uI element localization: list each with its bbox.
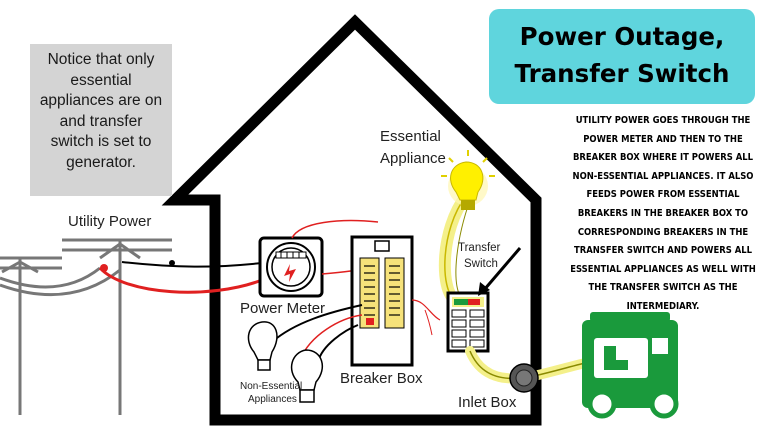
essential-appliance-label-1: Essential xyxy=(380,128,441,145)
transfer-switch xyxy=(446,291,490,353)
title-line-1: Power Outage, xyxy=(519,22,725,51)
description-text: Utility power goes through the power met… xyxy=(570,115,756,312)
utility-poles xyxy=(0,238,172,415)
power-meter-label: Power Meter xyxy=(240,300,326,317)
generator xyxy=(582,312,679,419)
title-box: Power Outage, Transfer Switch xyxy=(489,9,755,104)
red-feed-wire xyxy=(98,266,263,294)
breaker-box-label: Breaker Box xyxy=(340,370,423,387)
utility-power-label: Utility Power xyxy=(68,213,152,230)
house-outline xyxy=(161,14,542,426)
transfer-switch-arrow xyxy=(482,247,522,291)
power-meter xyxy=(258,236,324,298)
non-essential-bulb-1 xyxy=(247,321,278,371)
breaker-box xyxy=(350,235,414,367)
non-essential-bulb-2 xyxy=(290,349,324,403)
essential-appliance-label-2: Appliance xyxy=(380,150,446,167)
transfer-switch-label-1: Transfer xyxy=(458,242,501,254)
inlet-box-label: Inlet Box xyxy=(458,394,517,411)
inlet-box xyxy=(509,363,539,393)
non-essential-label-2: Appliances xyxy=(248,394,297,405)
transfer-switch-label-2: Switch xyxy=(464,258,498,270)
title-line-2: Transfer Switch xyxy=(514,59,730,88)
essential-bulb xyxy=(441,150,495,210)
note-box: Notice that only essential appliances ar… xyxy=(30,44,172,196)
non-essential-label-1: Non-Essential xyxy=(240,381,303,392)
black-feed-wire xyxy=(121,261,263,268)
